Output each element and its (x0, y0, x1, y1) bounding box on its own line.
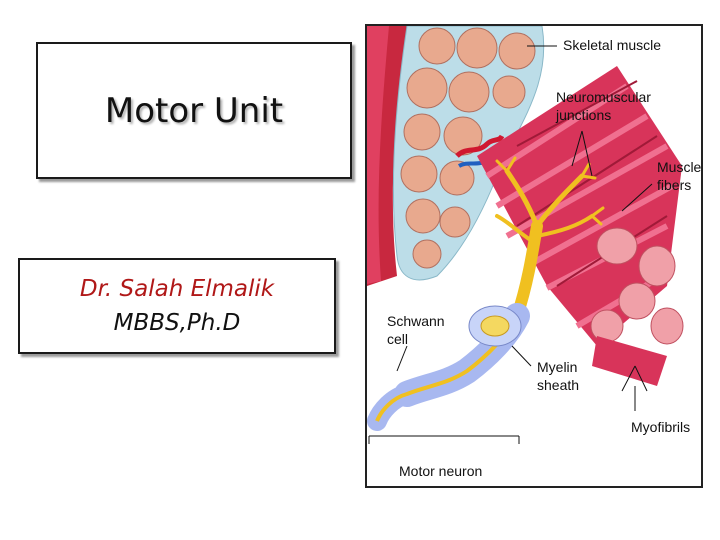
label-myelin-line2: sheath (537, 377, 579, 393)
motor-unit-diagram: Skeletal muscle Neuromuscular junctions … (367, 26, 701, 479)
label-myofibrils: Myofibrils (631, 419, 690, 435)
label-myelin-line1: Myelin (537, 359, 577, 375)
myofibril-ends (590, 227, 684, 345)
label-motor-neuron: Motor neuron (399, 463, 482, 479)
fascicles (400, 27, 536, 269)
label-schwann-line2: cell (387, 331, 408, 347)
label-nmj-line2: junctions (555, 107, 611, 123)
slide-title: Motor Unit (104, 90, 284, 131)
myelinated-axon (367, 303, 530, 431)
label-fibers-line2: fibers (657, 177, 691, 193)
label-nmj-line1: Neuromuscular (556, 89, 651, 105)
muscle-fibers (477, 66, 682, 346)
label-fibers-line1: Muscle (657, 159, 701, 175)
leader-lines (369, 45, 653, 437)
label-schwann-line1: Schwann (387, 313, 445, 329)
author-box: Dr. Salah Elmalik MBBS,Ph.D (18, 258, 336, 354)
title-box: Motor Unit (36, 42, 352, 179)
author-degrees: MBBS,Ph.D (113, 310, 241, 336)
label-skeletal-muscle: Skeletal muscle (563, 37, 661, 53)
motor-unit-illustration: Skeletal muscle Neuromuscular junctions … (365, 24, 703, 488)
author-name: Dr. Salah Elmalik (79, 276, 275, 302)
